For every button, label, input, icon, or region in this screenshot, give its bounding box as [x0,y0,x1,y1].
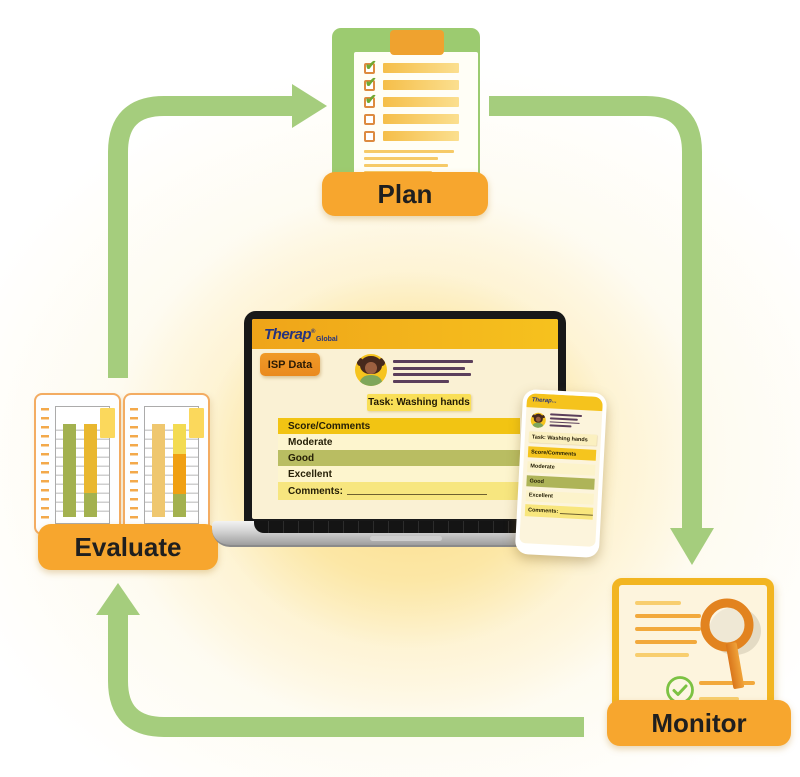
task-badge: Task: Washing hands [528,431,598,447]
checkbox-checked-icon: ✔ [364,73,377,91]
avatar-user-icon [355,354,387,386]
document-magnifier-icon [612,578,774,714]
comments-blank-line [347,487,488,495]
monitor-label: Monitor [607,700,791,746]
arrowhead-down-icon [670,528,714,565]
user-info-lines [549,413,583,430]
axis-tick-marks [41,408,49,522]
bar-chart-report-icon [34,393,121,535]
phone-screen-content: Therap... Task: Washing hands Score/Comm… [519,393,604,547]
checkbox-empty-icon [364,113,375,125]
plan-label: Plan [322,172,488,216]
laptop-trackpad-notch [370,536,442,541]
evaluate-stage [30,390,225,575]
chart-bar [84,424,97,517]
magnifier-icon [700,598,761,689]
score-table: Score/Comments Moderate Good Excellent C… [524,446,597,520]
table-row-good: Good [526,475,595,490]
chart-grid [144,406,199,524]
laptop-keyboard [254,521,558,533]
checklist-line [383,97,459,107]
checklist-line [383,63,459,73]
laptop-screen-content: Therap® Global ISP Data Task: Washing ha… [252,319,558,519]
checklist-line [383,80,459,90]
axis-tick-marks [130,408,138,522]
isp-data-badge: ISP Data [260,353,320,376]
laptop: Therap® Global ISP Data Task: Washing ha… [210,310,602,555]
table-row-score-comments: Score/Comments [278,418,520,434]
table-row-excellent: Excellent [525,489,595,505]
bookmark-tab [100,408,115,438]
comments-blank-line [560,510,594,516]
phone-app-header: Therap... [526,393,604,412]
chart-bar [63,424,76,517]
bookmark-tab [189,408,204,438]
table-row-comments: Comments: [278,482,520,500]
clipboard-checklist-icon: ✔ ✔ ✔ [332,28,480,214]
clipboard-clip [390,30,444,55]
score-table: Score/Comments Moderate Good Excellent C… [278,418,520,500]
evaluate-label: Evaluate [38,524,218,570]
therap-logo-suffix: Global [315,336,338,343]
arrowhead-right-icon [292,84,327,128]
table-row-comments: Comments: [524,504,594,520]
phone: Therap... Task: Washing hands Score/Comm… [514,388,608,559]
table-row-moderate: Moderate [527,460,596,476]
checkbox-checked-icon: ✔ [364,56,377,74]
therap-logo: Therap... [531,397,557,405]
chart-bar [152,424,165,517]
avatar-user-icon [530,412,547,429]
user-info-lines [393,360,473,386]
checkbox-empty-icon [364,130,375,142]
chart-bar [173,424,186,517]
cycle-arrow-monitor-to-evaluate [108,614,584,737]
monitor-stage [605,575,800,760]
bar-chart-report-icon [123,393,210,535]
laptop-screen: Therap® Global ISP Data Task: Washing ha… [244,311,566,527]
task-badge: Task: Washing hands [367,394,471,411]
table-row-score-comments: Score/Comments [527,446,597,461]
cycle-arrow-plan-to-monitor [489,96,702,530]
checklist-line [383,131,459,141]
table-row-moderate: Moderate [278,434,520,450]
arrowhead-up-icon [96,583,140,615]
therap-logo: Therap® [264,325,315,343]
table-row-excellent: Excellent [278,466,520,482]
app-header-bar: Therap® Global [252,319,558,349]
checkbox-checked-icon: ✔ [364,90,377,108]
cycle-arrow-evaluate-to-plan [108,96,292,378]
table-row-good: Good [278,450,520,466]
checklist-line [383,114,459,124]
